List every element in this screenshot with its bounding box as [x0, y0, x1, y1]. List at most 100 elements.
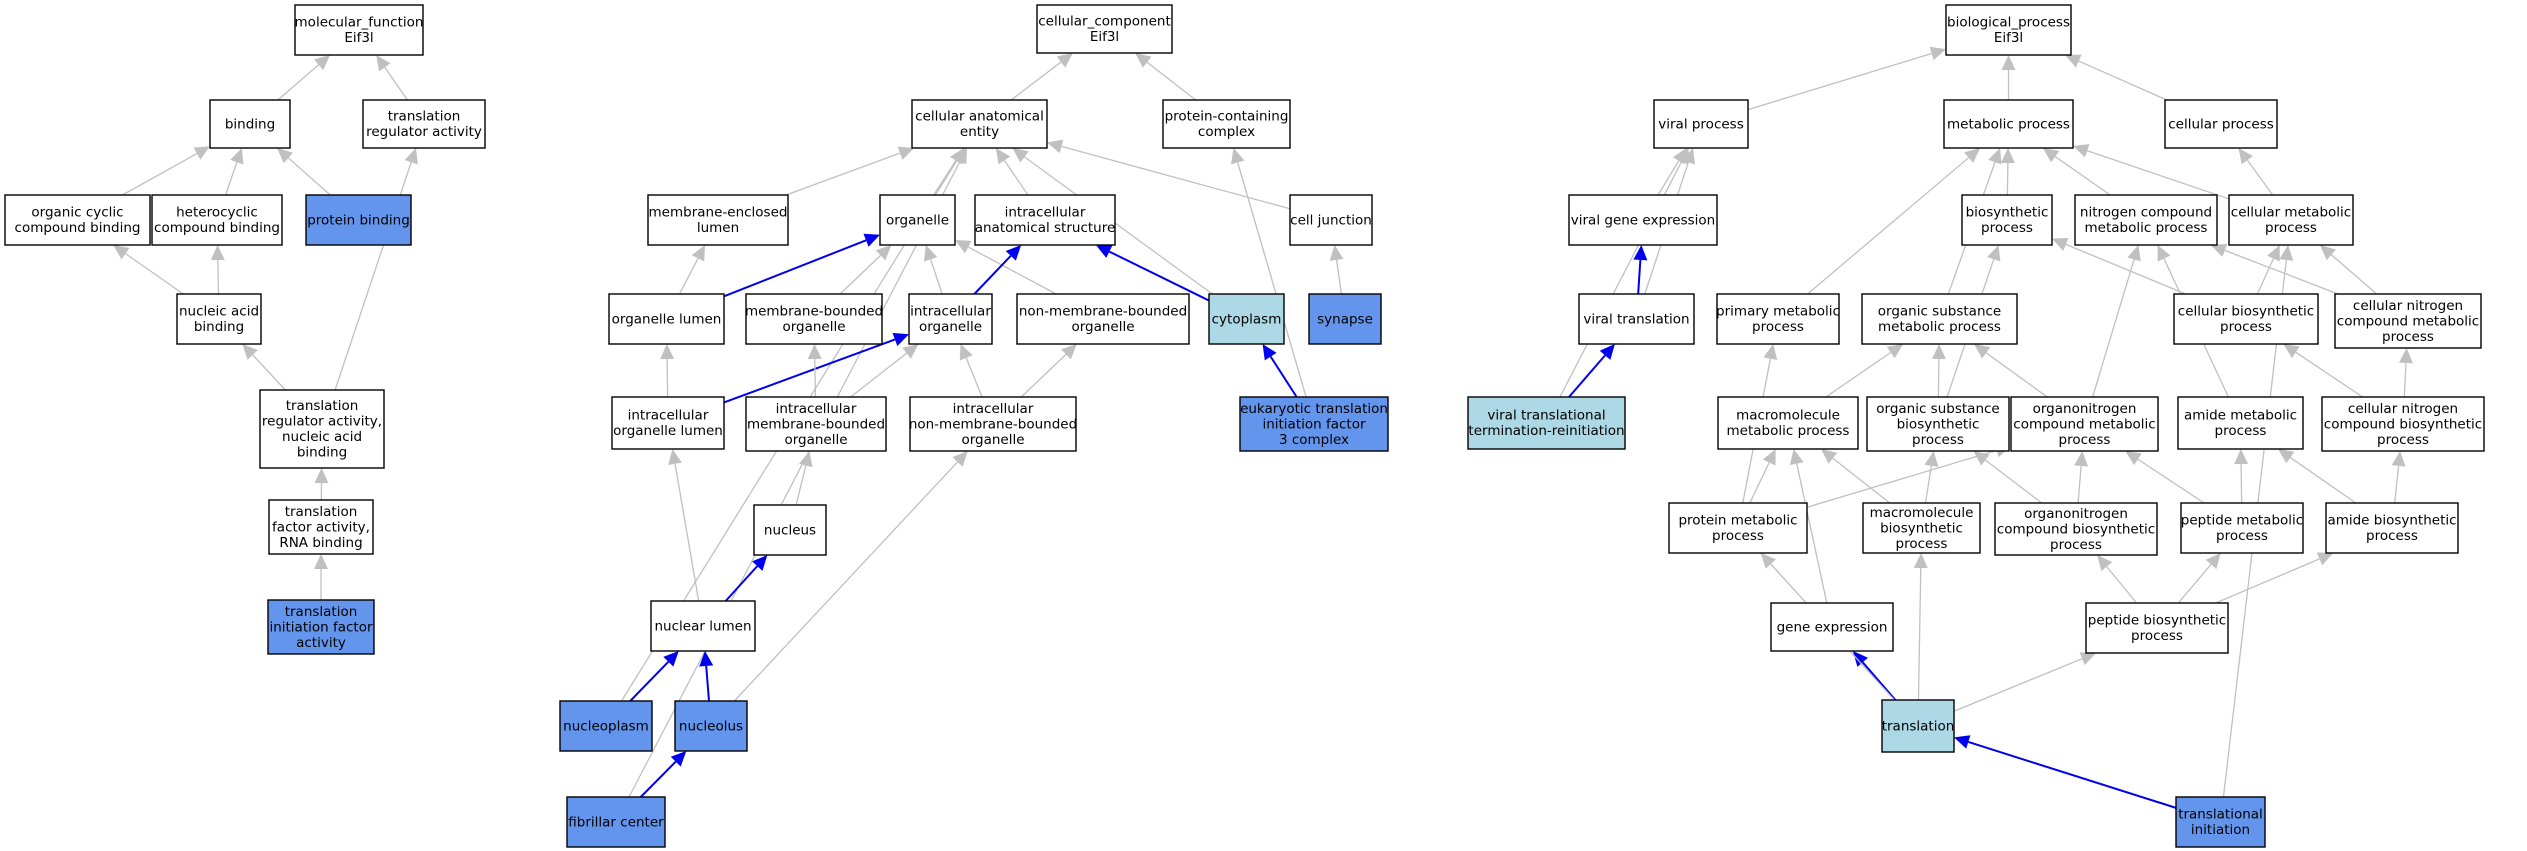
- edge-synapse-to-cj: [1329, 245, 1344, 295]
- go-node-cytoplasm[interactable]: cytoplasm: [1208, 293, 1285, 345]
- edge-line: [629, 661, 670, 702]
- arrow-head: [1924, 451, 1939, 467]
- go-node-nlumen[interactable]: nuclear lumen: [650, 600, 756, 652]
- edge-translation-to-pbp: [1953, 652, 2097, 712]
- arrow-head: [663, 651, 679, 667]
- edge-mbp-to-mmp: [1821, 449, 1891, 504]
- node-label-line: metabolic process: [1947, 116, 2070, 132]
- node-label-line: termination-reinitiation: [1468, 423, 1624, 439]
- arrow-head: [2205, 553, 2221, 569]
- go-node-cj[interactable]: cell junction: [1289, 194, 1373, 246]
- node-label-line: process: [2366, 528, 2418, 544]
- go-node-pbind[interactable]: protein binding: [305, 194, 412, 246]
- node-box: [566, 796, 666, 848]
- edge-line: [2215, 558, 2320, 604]
- arrow-head: [1913, 553, 1928, 569]
- node-box: [559, 700, 653, 752]
- edge-vp-to-bp_root: [1747, 46, 1946, 111]
- node-label-line: synapse: [1317, 311, 1373, 327]
- go-node-mp[interactable]: metabolic process: [1943, 99, 2074, 149]
- go-node-vge[interactable]: viral gene expression: [1568, 194, 1718, 246]
- arrow-head: [699, 651, 714, 667]
- node-box: [908, 293, 993, 345]
- edge-line: [723, 239, 867, 298]
- go-node-nucleus[interactable]: nucleus: [753, 504, 827, 556]
- go-node-inmbo[interactable]: intracellularnon-membrane-boundedorganel…: [909, 396, 1077, 452]
- edge-tifa-to-tfarna: [314, 554, 328, 600]
- go-node-vt[interactable]: viral translation: [1578, 293, 1695, 345]
- go-node-vttr[interactable]: viral translationaltermination-reinitiat…: [1467, 396, 1626, 450]
- node-box: [1770, 602, 1894, 652]
- arrow-head: [2079, 652, 2097, 666]
- node-box: [305, 194, 412, 246]
- go-node-nucleoplasm[interactable]: nucleoplasm: [559, 700, 653, 752]
- arrow-head: [1852, 651, 1868, 667]
- node-box: [4, 194, 151, 246]
- go-node-synapse[interactable]: synapse: [1308, 293, 1382, 345]
- edge-line: [1806, 449, 1997, 508]
- go-node-nucleolus[interactable]: nucleolus: [674, 700, 748, 752]
- edge-line: [2086, 150, 2230, 200]
- edge-line: [1747, 52, 1932, 111]
- go-node-organelle[interactable]: organelle: [879, 194, 956, 246]
- go-node-translation[interactable]: translation: [1881, 699, 1955, 753]
- node-label-line: metabolic process: [1878, 319, 2001, 335]
- arrow-head: [2157, 245, 2171, 262]
- go-node-fc[interactable]: fibrillar center: [566, 796, 666, 848]
- node-box: [2173, 293, 2319, 345]
- edge-cmp-to-cp: [2238, 148, 2274, 196]
- edge-pepmp-to-oncmp: [2125, 451, 2205, 504]
- edge-nucleolus-to-inmbo: [733, 451, 968, 702]
- go-node-binding[interactable]: binding: [209, 99, 291, 149]
- edge-line: [666, 358, 669, 398]
- arrow-head: [1262, 344, 1277, 361]
- edge-ge-to-mmp: [1789, 449, 1828, 604]
- go-node-ol[interactable]: organelle lumen: [608, 293, 725, 345]
- edge-line: [1796, 463, 1828, 604]
- edge-line: [724, 565, 759, 602]
- edge-protmp-to-mmp: [1749, 449, 1776, 504]
- go-node-cp[interactable]: cellular process: [2164, 99, 2278, 149]
- go-node-vp[interactable]: viral process: [1653, 99, 1749, 149]
- go-node-ge[interactable]: gene expression: [1770, 602, 1894, 652]
